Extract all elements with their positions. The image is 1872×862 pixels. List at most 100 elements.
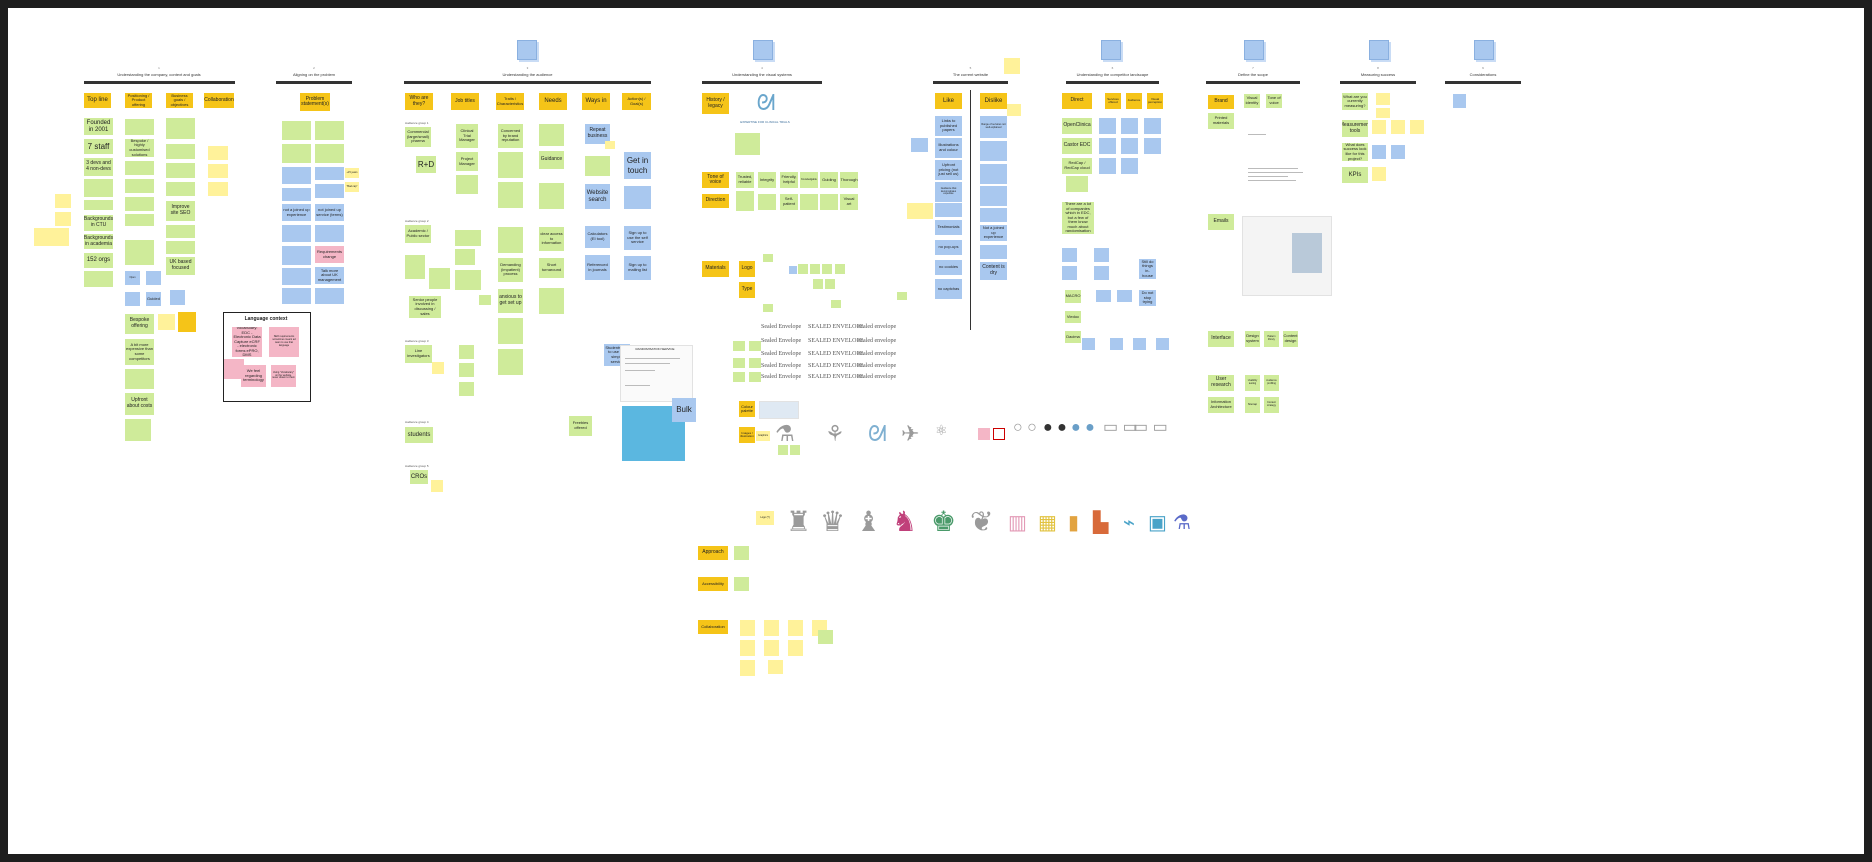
column-header[interactable]: Problem statement(s) (300, 93, 330, 111)
sticky-note[interactable]: Guidance that demonstrates expertise (935, 182, 962, 202)
sticky-note[interactable] (790, 445, 800, 455)
sticky-note[interactable]: Knowledgable (800, 172, 818, 188)
sticky-note[interactable] (1094, 248, 1109, 262)
sticky-note[interactable] (818, 630, 833, 644)
sticky-note[interactable]: Calculators (EI tool) (585, 226, 610, 248)
frame-icon[interactable] (753, 40, 773, 60)
sticky-note[interactable] (980, 164, 1007, 184)
sticky-note[interactable] (459, 363, 474, 377)
sticky-note[interactable] (758, 194, 776, 210)
graphic-sample[interactable] (978, 428, 990, 440)
column-header[interactable]: Services offered (1105, 93, 1121, 109)
sticky-note[interactable] (166, 144, 195, 159)
sticky-note[interactable] (431, 480, 443, 492)
sticky-note[interactable]: User research (1208, 375, 1234, 391)
row-header[interactable]: Tone of voice (702, 172, 729, 188)
sticky-note[interactable] (1004, 58, 1020, 74)
history-logo-image[interactable] (735, 90, 795, 126)
sticky-note[interactable]: Using "Vocabulary" on the website, never… (271, 365, 296, 387)
sticky-note[interactable] (1099, 118, 1116, 134)
sticky-note[interactable]: A bit more expensive than some competito… (125, 339, 154, 365)
sticky-note[interactable] (498, 152, 523, 178)
sticky-note[interactable] (980, 186, 1007, 206)
sticky-note[interactable] (539, 124, 564, 146)
sticky-note[interactable]: Testimonials (935, 220, 962, 235)
sticky-note[interactable] (740, 660, 755, 676)
sticky-note[interactable] (736, 191, 754, 211)
sticky-note[interactable] (166, 163, 195, 178)
sticky-note[interactable]: Backgrounds in CTU (84, 215, 113, 231)
sticky-note[interactable] (1133, 338, 1146, 350)
sticky-note[interactable]: no captchas (935, 279, 962, 299)
sticky-note[interactable]: Logo (?) (756, 511, 774, 525)
sticky-note[interactable] (733, 358, 745, 368)
row-header[interactable]: Images / illustration (739, 427, 755, 443)
sticky-note[interactable]: Guiding (820, 172, 838, 188)
sticky-note[interactable] (315, 121, 344, 140)
sticky-note[interactable] (1096, 290, 1111, 302)
sticky-note[interactable] (55, 212, 71, 226)
sticky-note[interactable] (831, 300, 841, 308)
row-header[interactable]: Brand (1208, 95, 1234, 109)
sticky-note[interactable]: Upfront pricing (not just sell us) (935, 160, 962, 180)
sticky-note[interactable]: anxious to get set up (498, 289, 523, 313)
sticky-note[interactable] (498, 227, 523, 253)
sticky-note[interactable]: Trusted, reliable (736, 172, 754, 188)
sticky-note[interactable]: Bespoke / highly customised solutions (125, 139, 154, 157)
column-header[interactable]: Action(s) / Goal(s) (622, 93, 651, 110)
sticky-note[interactable] (1121, 118, 1138, 134)
sticky-note[interactable] (166, 118, 195, 139)
sticky-note[interactable]: Bespoke offering (125, 314, 154, 334)
sticky-note[interactable]: Freebies offered (569, 416, 592, 436)
sticky-note[interactable] (825, 279, 835, 289)
sticky-note[interactable]: Illustrations and colour (935, 138, 962, 158)
sticky-note[interactable]: Measurement tools (1342, 120, 1368, 137)
sticky-note[interactable] (1372, 120, 1386, 134)
sticky-note[interactable]: Short turnaround (539, 258, 564, 278)
sticky-note[interactable] (1144, 118, 1161, 134)
sticky-note[interactable]: no pop-ups (935, 240, 962, 255)
sticky-note[interactable] (749, 358, 761, 368)
sticky-note[interactable] (822, 264, 832, 274)
sticky-note[interactable] (125, 369, 154, 389)
sticky-note[interactable] (764, 620, 779, 636)
sticky-note[interactable] (1372, 145, 1386, 159)
sticky-note[interactable]: CROs (410, 470, 428, 484)
sticky-note[interactable] (1121, 138, 1138, 154)
sticky-note[interactable] (897, 292, 907, 300)
sticky-note[interactable] (405, 255, 425, 279)
sticky-note[interactable] (125, 161, 154, 175)
sticky-note[interactable]: Requirements change (315, 246, 344, 263)
sticky-note[interactable] (498, 182, 523, 208)
sticky-note[interactable] (1099, 158, 1116, 174)
sticky-note[interactable] (459, 345, 474, 359)
sticky-note[interactable]: Range of services not well explained (980, 116, 1007, 138)
sticky-note[interactable] (539, 183, 564, 209)
sticky-note[interactable] (911, 138, 928, 152)
frame-icon[interactable] (1474, 40, 1494, 60)
sticky-note[interactable] (788, 640, 803, 656)
sticky-note[interactable] (1144, 138, 1161, 154)
sticky-note[interactable]: Project Manager (456, 152, 478, 171)
sticky-note[interactable] (980, 208, 1007, 222)
sticky-note[interactable]: Upfront about costs (125, 393, 154, 415)
sticky-note[interactable]: Repeat business (585, 124, 610, 144)
row-header[interactable]: Logo (739, 261, 755, 277)
sticky-note[interactable]: SEO requirements sometimes meant ad team… (269, 327, 299, 357)
sticky-note[interactable] (813, 279, 823, 289)
column-header[interactable]: Job titles (451, 93, 479, 110)
sticky-note[interactable]: Content is dry (980, 262, 1007, 280)
sticky-note[interactable] (166, 241, 195, 254)
sticky-note[interactable] (125, 197, 154, 211)
sticky-note[interactable] (798, 264, 808, 274)
sticky-note[interactable] (498, 349, 523, 375)
sticky-note[interactable]: Viedoc (1065, 311, 1081, 323)
frame-icon[interactable] (1101, 40, 1121, 60)
sticky-note[interactable]: UK based focused (166, 257, 195, 275)
document-thumbnail[interactable] (1243, 128, 1307, 196)
sticky-note[interactable] (224, 359, 244, 379)
sticky-note[interactable] (125, 179, 154, 193)
sticky-note[interactable]: Emails (1208, 214, 1234, 230)
sticky-note[interactable]: Open (125, 271, 140, 285)
sticky-note[interactable]: Information Architecture (1208, 397, 1234, 413)
